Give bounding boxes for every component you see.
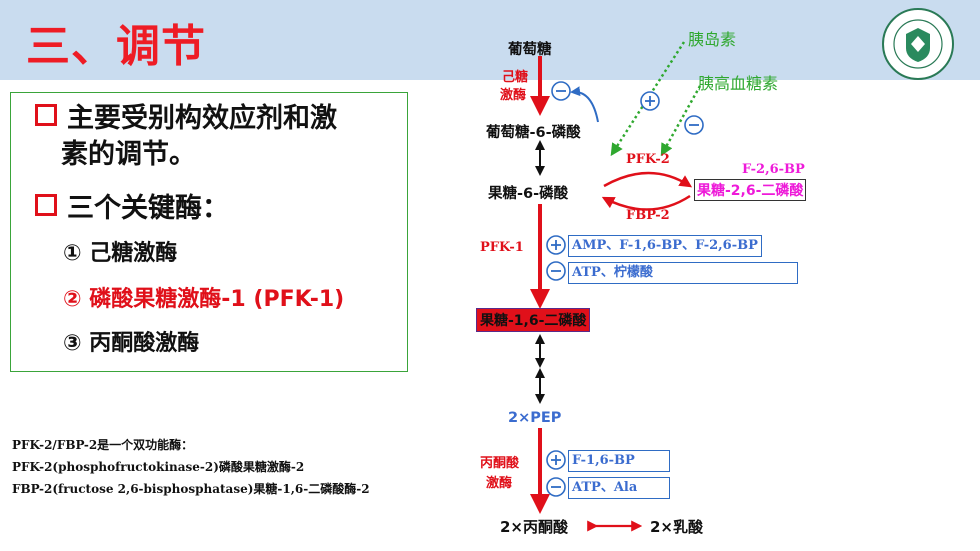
key-points-panel: 主要受别构效应剂和激 素的调节。 三个关键酶： ① 己糖激酶 ② 磷酸果糖激酶-… [10,92,408,372]
hexokinase-label-1: 己糖 [502,70,529,85]
pfk2-label: PFK-2 [626,152,670,167]
pfk1-inhibitors: ATP、柠檬酸 [568,262,798,284]
insulin-label: 胰岛素 [688,30,737,49]
f6p-label: 果糖-6-磷酸 [488,186,569,202]
pk-inhibitors: ATP、Ala [568,477,670,499]
header-band [0,0,980,80]
square-bullet-icon [35,104,57,126]
g6p-label: 葡萄糖-6-磷酸 [486,125,581,141]
f26bp-label: 果糖-2,6-二磷酸 [694,179,807,201]
enzyme-pyruvate-kinase: ③ 丙酮酸激酶 [63,331,200,356]
note-fbp2: FBP-2(fructose 2,6-bisphosphatase)果糖-1,6… [12,482,370,496]
f16bp-label: 果糖-1,6-二磷酸 [476,308,591,332]
note-bifunctional: PFK-2/FBP-2是一个双功能酶： [12,438,194,452]
pyruvate-label: 2×丙酮酸 [500,518,569,536]
enzyme-pfk1: ② 磷酸果糖激酶-1 (PFK-1) [63,287,345,312]
square-bullet-icon [35,194,57,216]
bullet-regulation-cont: 素的调节。 [61,139,196,170]
enzyme-hexokinase: ① 己糖激酶 [63,241,178,266]
fbp2-label: FBP-2 [626,208,670,223]
pfk1-activators: AMP、F-1,6-BP、F-2,6-BP [568,235,762,257]
pk-activators: F-1,6-BP [568,450,670,472]
pyruvate-kinase-label-1: 丙酮酸 [480,456,520,471]
slide-title: 三、调节 [26,21,206,72]
glucagon-label: 胰高血糖素 [698,74,779,93]
hexokinase-label-2: 激酶 [500,88,527,103]
pyruvate-kinase-label-2: 激酶 [486,476,513,491]
lactate-label: 2×乳酸 [650,518,704,536]
bullet-regulation: 主要受别构效应剂和激 [35,101,337,137]
pfk1-label: PFK-1 [480,240,524,255]
glucose-label: 葡萄糖 [508,42,552,58]
f26bp-abbr-label: F-2,6-BP [742,162,805,177]
note-pfk2: PFK-2(phosphofructokinase-2)磷酸果糖激酶-2 [12,460,305,474]
university-seal-icon [882,8,954,80]
pep-label: 2×PEP [508,410,562,426]
bullet-key-enzymes: 三个关键酶： [35,191,229,227]
